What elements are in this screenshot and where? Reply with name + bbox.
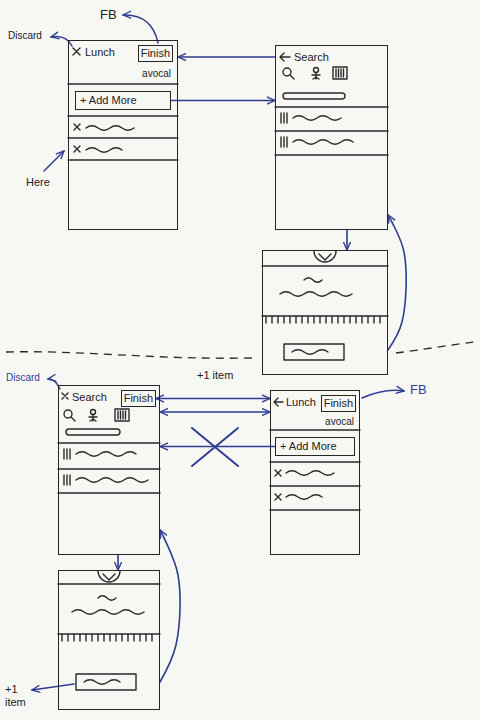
phone-screen: Search xyxy=(275,45,388,230)
leader-arrow xyxy=(32,684,74,690)
leader-arrow xyxy=(123,15,158,43)
placeholder-squiggle xyxy=(280,278,352,297)
barcode-icon xyxy=(115,409,129,421)
person-icon xyxy=(91,410,96,415)
navigation-arrow xyxy=(160,446,275,448)
barcode-row-icon xyxy=(64,449,70,485)
leader-arrow xyxy=(362,390,404,398)
button-label: + Add More xyxy=(80,94,166,107)
add-more-button: + Add More xyxy=(75,91,171,110)
quantity-ruler xyxy=(58,634,160,641)
navigation-arrow xyxy=(388,215,406,350)
placeholder-squiggle xyxy=(286,471,334,500)
button-label: Finish xyxy=(324,397,353,410)
collapse-chevron xyxy=(314,251,336,262)
search-icon xyxy=(290,75,294,79)
note-text: avocal xyxy=(142,67,171,80)
delete-icon xyxy=(74,124,80,152)
row-separator xyxy=(68,84,178,160)
leader-arrow xyxy=(44,151,64,171)
phone-screen: +1 item xyxy=(262,250,388,375)
row-separator xyxy=(58,583,160,584)
placeholder-squiggle xyxy=(292,350,328,355)
annotation-label: Discard xyxy=(6,372,40,384)
screen-title: Lunch xyxy=(286,396,316,409)
add-item-button xyxy=(284,344,344,360)
barcode-row-icon xyxy=(281,113,287,147)
screen-title: Search xyxy=(294,51,329,64)
navigation-arrow xyxy=(156,398,270,400)
phone-screen: Lunch avocal Finish + Add More xyxy=(270,390,360,555)
close-icon xyxy=(62,393,68,399)
annotation-label: FB xyxy=(100,8,117,23)
phone-screen: Search Finish xyxy=(58,385,160,555)
placeholder-squiggle xyxy=(293,116,353,145)
back-arrow-icon xyxy=(274,398,283,406)
add-item-button xyxy=(76,674,136,690)
note-text: avocal xyxy=(325,415,354,428)
leader-arrows xyxy=(32,15,404,690)
annotation-label: Discard xyxy=(8,30,42,42)
placeholder-squiggle xyxy=(72,596,144,615)
finish-button: Finish xyxy=(321,395,356,412)
annotation-label: Here xyxy=(26,176,50,189)
section-divider xyxy=(6,342,474,358)
person-icon xyxy=(89,415,97,422)
back-arrow-icon xyxy=(280,53,290,61)
person-icon xyxy=(314,68,319,73)
annotation-label: FB xyxy=(410,383,427,398)
placeholder-squiggle xyxy=(86,126,134,153)
navigation-arrow xyxy=(160,530,180,682)
collapse-chevron xyxy=(98,571,120,582)
navigation-arrow xyxy=(171,100,275,102)
search-bar xyxy=(283,93,345,99)
barcode-icon xyxy=(336,69,344,77)
row-separator xyxy=(262,265,388,266)
screen-title: Lunch xyxy=(85,46,115,59)
row-separator xyxy=(270,430,360,510)
phone-screen: +1 item xyxy=(58,570,160,710)
search-bar xyxy=(66,429,120,435)
search-icon xyxy=(71,417,75,421)
close-icon xyxy=(73,48,80,55)
screen-title: Search xyxy=(72,391,107,404)
navigation-arrow xyxy=(117,555,119,570)
navigation-arrow xyxy=(346,230,348,250)
item-count: +1 item xyxy=(5,683,31,709)
delete-icon xyxy=(275,470,281,500)
placeholder-squiggle xyxy=(84,680,120,685)
row-separator xyxy=(58,443,160,493)
barcode-icon xyxy=(333,67,347,79)
button-label: Finish xyxy=(141,47,170,60)
add-more-button: + Add More xyxy=(275,437,355,456)
person-icon xyxy=(312,73,320,80)
phone-screen: Lunch avocal Finish + Add More xyxy=(68,40,178,230)
finish-button: Finish xyxy=(138,45,173,62)
navigation-arrow xyxy=(160,411,270,413)
navigation-arrow xyxy=(178,56,275,58)
barcode-icon xyxy=(118,411,126,419)
button-label: + Add More xyxy=(280,440,350,453)
screen-sketches xyxy=(58,48,388,690)
quantity-ruler xyxy=(262,316,388,323)
row-separator xyxy=(275,107,388,155)
item-count: +1 item xyxy=(197,369,233,382)
finish-button: Finish xyxy=(121,390,156,407)
button-label: Finish xyxy=(124,392,153,405)
placeholder-squiggle xyxy=(76,452,148,483)
